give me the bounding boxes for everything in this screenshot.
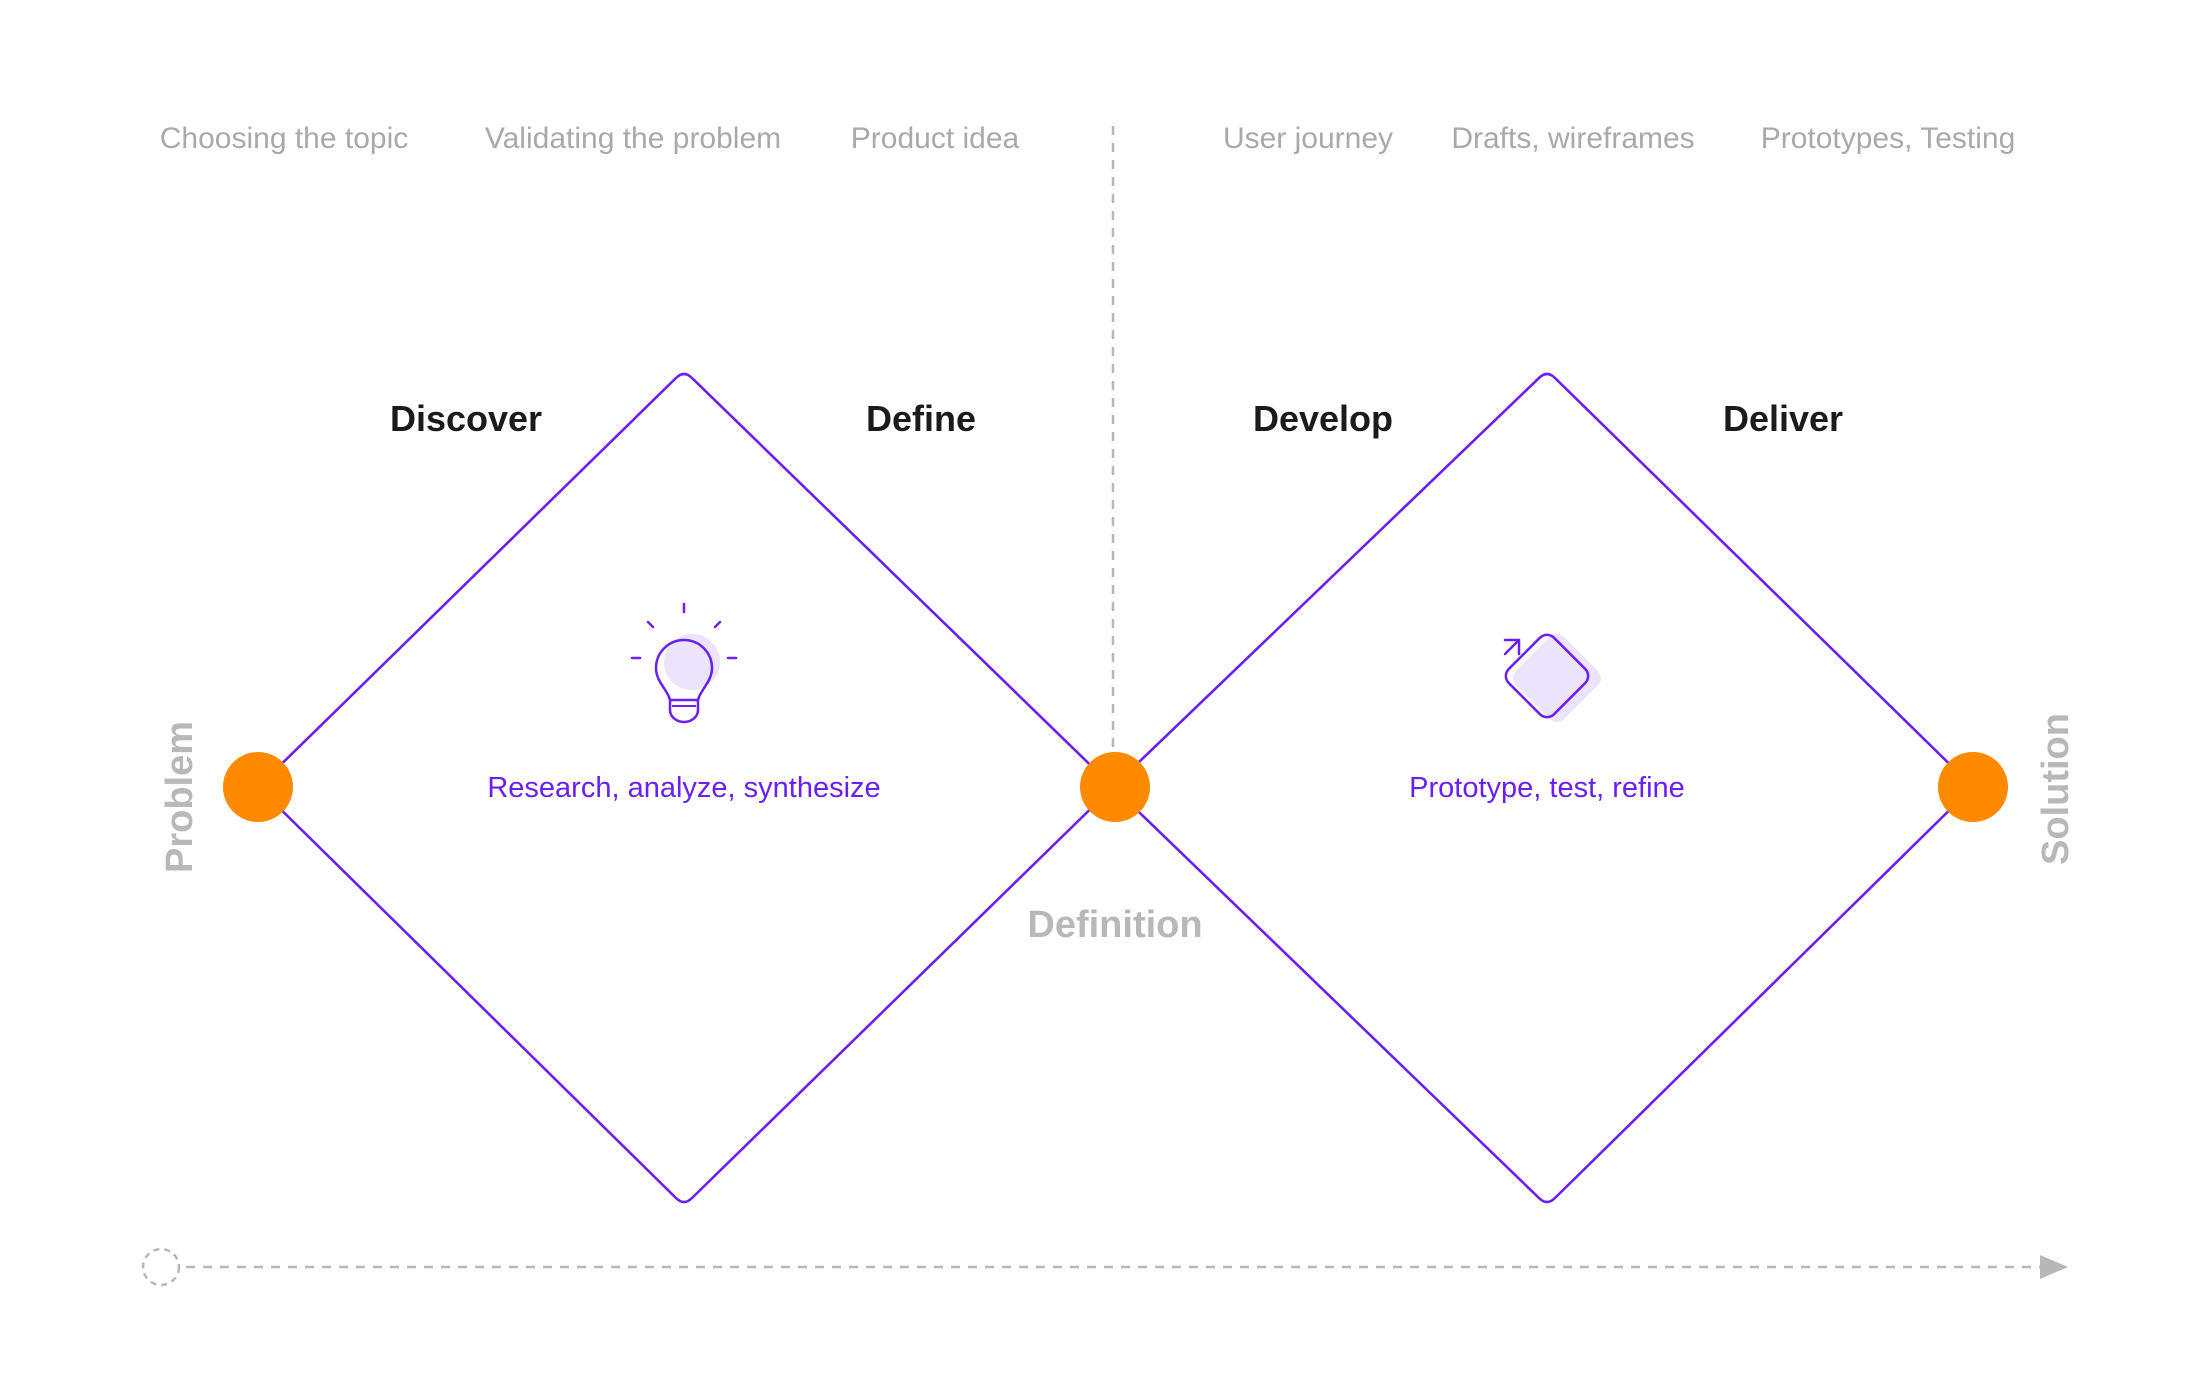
lightbulb-icon xyxy=(630,602,738,724)
definition-label: Definition xyxy=(1027,904,1202,946)
step-labels-left: Choosing the topic Validating the proble… xyxy=(160,122,1020,155)
step-product-idea: Product idea xyxy=(851,122,1020,155)
rotate-square-icon xyxy=(1499,629,1601,722)
problem-node xyxy=(223,752,293,822)
step-drafts-wireframes: Drafts, wireframes xyxy=(1451,122,1694,155)
timeline-axis xyxy=(141,1247,2068,1287)
phase-define: Define xyxy=(866,398,976,439)
step-user-journey: User journey xyxy=(1223,122,1393,155)
phase-discover: Discover xyxy=(390,398,542,439)
step-choosing-topic: Choosing the topic xyxy=(160,122,409,155)
problem-label: Problem xyxy=(159,721,201,873)
solution-node xyxy=(1938,752,2008,822)
phase-develop: Develop xyxy=(1253,398,1393,439)
phase-deliver: Deliver xyxy=(1723,398,1843,439)
second-diamond-label: Prototype, test, refine xyxy=(1409,772,1685,804)
step-labels-right: User journey Drafts, wireframes Prototyp… xyxy=(1223,122,2015,155)
timeline-start-circle xyxy=(141,1247,181,1287)
step-prototypes-testing: Prototypes, Testing xyxy=(1761,122,2016,155)
first-diamond-label: Research, analyze, synthesize xyxy=(487,772,880,804)
step-validating-problem: Validating the problem xyxy=(485,122,781,155)
solution-label: Solution xyxy=(2035,713,2077,865)
timeline-arrow-icon xyxy=(2040,1255,2068,1279)
definition-node xyxy=(1080,752,1150,822)
